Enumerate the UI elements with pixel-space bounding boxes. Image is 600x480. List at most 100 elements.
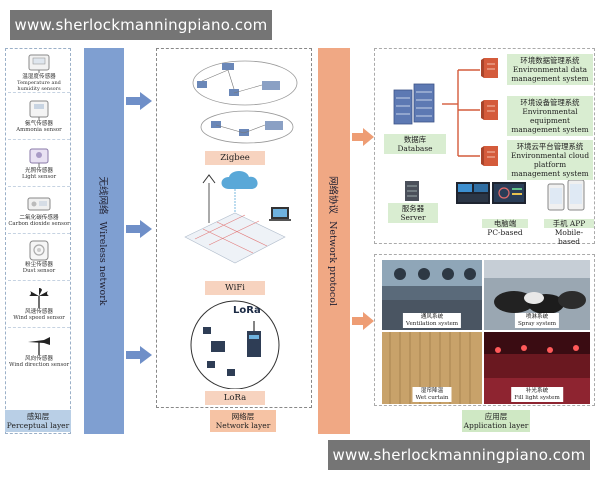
sensor-wind-direction: 风向传感器 Wind direction sensor — [8, 333, 70, 375]
fill-light-photo: 补光系统 Fill light system — [484, 332, 590, 404]
light-sensor-icon — [29, 148, 49, 167]
database-caption: 数据库 Database — [384, 134, 446, 154]
pc-en: PC-based — [487, 228, 523, 237]
photo-en: Spray system — [517, 320, 557, 327]
sensor-en-label: Dust sensor — [22, 268, 56, 274]
carbon-dioxide-sensor-icon — [27, 197, 51, 211]
wireless-en: Wireless network — [97, 221, 108, 306]
sensor-cn-label: 光照传感器 — [25, 168, 53, 174]
sensor-dust: 粉尘传感器 Dust sensor — [8, 239, 70, 281]
lora-label: LoRa — [205, 391, 265, 405]
sensor-cn-label: 风向传感器 — [25, 356, 53, 362]
mobile-app-icon — [547, 180, 585, 211]
sensor-cn-label: 温湿度传感器 — [22, 74, 56, 80]
server-icon — [481, 100, 498, 120]
application-layer-label: 应用层 Application layer — [462, 410, 530, 432]
sensor-cn-label: 粉尘传感器 — [25, 262, 53, 268]
sensor-ammonia: 氨气传感器 Ammonia sensor — [8, 98, 70, 140]
wifi-network-diagram — [184, 171, 291, 264]
dust-sensor-icon — [29, 240, 49, 261]
network-layer-en: Network layer — [215, 421, 271, 430]
perceptual-layer-label: 感知层 Perceptual layer — [5, 410, 71, 432]
ventilation-caption: 通风系统 Ventilation system — [402, 313, 462, 328]
perceptual-layer-cn: 感知层 — [26, 412, 50, 421]
system-en: Environmental data management system — [511, 65, 589, 83]
wind-direction-sensor-icon — [28, 337, 50, 355]
lora-network-diagram — [190, 300, 280, 389]
wet-curtain-caption: 湿帘降温 Wet curtain — [412, 387, 452, 402]
wireless-network-label: 无线网络 Wireless network — [97, 177, 111, 306]
mobile-caption: 手机 APP Mobile-based — [544, 219, 594, 246]
server-icon — [481, 146, 498, 166]
arrow-right-icon — [352, 128, 374, 146]
sensor-en-label: Light sensor — [21, 174, 57, 180]
pc-cn: 电脑端 — [482, 219, 528, 228]
arrow-right-icon — [126, 220, 152, 238]
network-layer-box: Zigbee WiFi LoRa LoRa — [156, 48, 312, 408]
system-box-cloud: 环境云平台管理系统 Environmental cloud platform m… — [507, 140, 593, 180]
sensor-en-label: Ammonia sensor — [16, 127, 62, 133]
photo-en: Fill light system — [514, 394, 560, 401]
watermark-top: www.sherlockmanningpiano.com — [10, 10, 272, 40]
temperature-humidity-sensor-icon — [28, 54, 50, 73]
application-layer-en: Application layer — [463, 421, 529, 430]
system-en: Environmental cloud platform management … — [510, 151, 590, 178]
protocol-cn: 网络协议 — [327, 176, 338, 215]
photo-en: Ventilation system — [405, 320, 459, 327]
network-protocol-bar: 网络协议 Network protocol — [318, 48, 350, 434]
application-bottom-box — [374, 254, 595, 406]
ammonia-sensor-icon — [29, 100, 49, 120]
sensor-cn-label: 风速传感器 — [25, 309, 53, 315]
system-cn: 环境云平台管理系统 — [516, 142, 584, 151]
photo-cn: 喷淋系统 — [525, 314, 549, 320]
system-box-equipment: 环境设备管理系统 Environmental equipment managem… — [507, 96, 593, 136]
photo-cn: 补光系统 — [525, 388, 549, 394]
sensor-en-label: Wind speed sensor — [13, 315, 65, 321]
application-top-box — [374, 48, 595, 244]
server-icon — [481, 58, 498, 78]
network-layer-label: 网络层 Network layer — [210, 410, 276, 432]
system-cn: 环境设备管理系统 — [520, 98, 580, 107]
server-en: Server — [400, 213, 426, 222]
arrow-right-icon — [126, 346, 152, 364]
server-cn: 服务器 — [401, 204, 425, 213]
sensor-en-label: Temperature and humidity sensors — [17, 80, 61, 92]
network-protocol-label: 网络协议 Network protocol — [327, 176, 341, 306]
pc-dashboard-icon — [456, 182, 526, 204]
wifi-label: WiFi — [205, 281, 265, 295]
ventilation-photo: 通风系统 Ventilation system — [382, 260, 482, 330]
application-layer-cn: 应用层 — [484, 412, 508, 421]
server-rack-icon — [405, 181, 419, 201]
wet-curtain-photo: 湿帘降温 Wet curtain — [382, 332, 482, 404]
sensor-cn-label: 二氧化碳传感器 — [19, 215, 59, 221]
sensor-wind-speed: 风速传感器 Wind speed sensor — [8, 286, 70, 328]
spray-photo: 喷淋系统 Spray system — [484, 260, 590, 330]
wireless-cn: 无线网络 — [97, 176, 108, 215]
mobile-en: Mobile-based — [554, 228, 584, 246]
database-en: Database — [397, 144, 433, 153]
sensor-cn-label: 氨气传感器 — [25, 121, 53, 127]
watermark-bottom: www.sherlockmanningpiano.com — [328, 440, 590, 470]
network-layer-cn: 网络层 — [231, 412, 255, 421]
sensor-light: 光照传感器 Light sensor — [8, 145, 70, 187]
perceptual-layer-box: 温湿度传感器 Temperature and humidity sensors … — [5, 48, 71, 434]
fill-light-caption: 补光系统 Fill light system — [511, 387, 563, 402]
photo-cn: 通风系统 — [420, 314, 444, 320]
sensor-temperature-humidity: 温湿度传感器 Temperature and humidity sensors — [8, 51, 70, 93]
lora-logo: LoRa — [233, 305, 261, 316]
system-en: Environmental equipment management syste… — [511, 107, 589, 134]
server-caption: 服务器 Server — [388, 203, 438, 223]
system-cn: 环境数据管理系统 — [520, 56, 580, 65]
sensor-carbon-dioxide: 二氧化碳传感器 Carbon dioxide sensor — [8, 192, 70, 234]
wireless-network-bar: 无线网络 Wireless network — [84, 48, 124, 434]
zigbee-network-diagram — [192, 60, 298, 144]
zigbee-label: Zigbee — [205, 151, 265, 165]
spray-caption: 喷淋系统 Spray system — [514, 313, 560, 328]
arrow-right-icon — [352, 312, 374, 330]
sensor-en-label: Carbon dioxide sensor — [8, 221, 70, 227]
arrow-right-icon — [126, 92, 152, 110]
wind-speed-sensor-icon — [29, 287, 49, 308]
photo-cn: 湿帘降温 — [420, 388, 444, 394]
sensor-en-label: Wind direction sensor — [8, 362, 70, 368]
database-icon — [393, 83, 435, 125]
